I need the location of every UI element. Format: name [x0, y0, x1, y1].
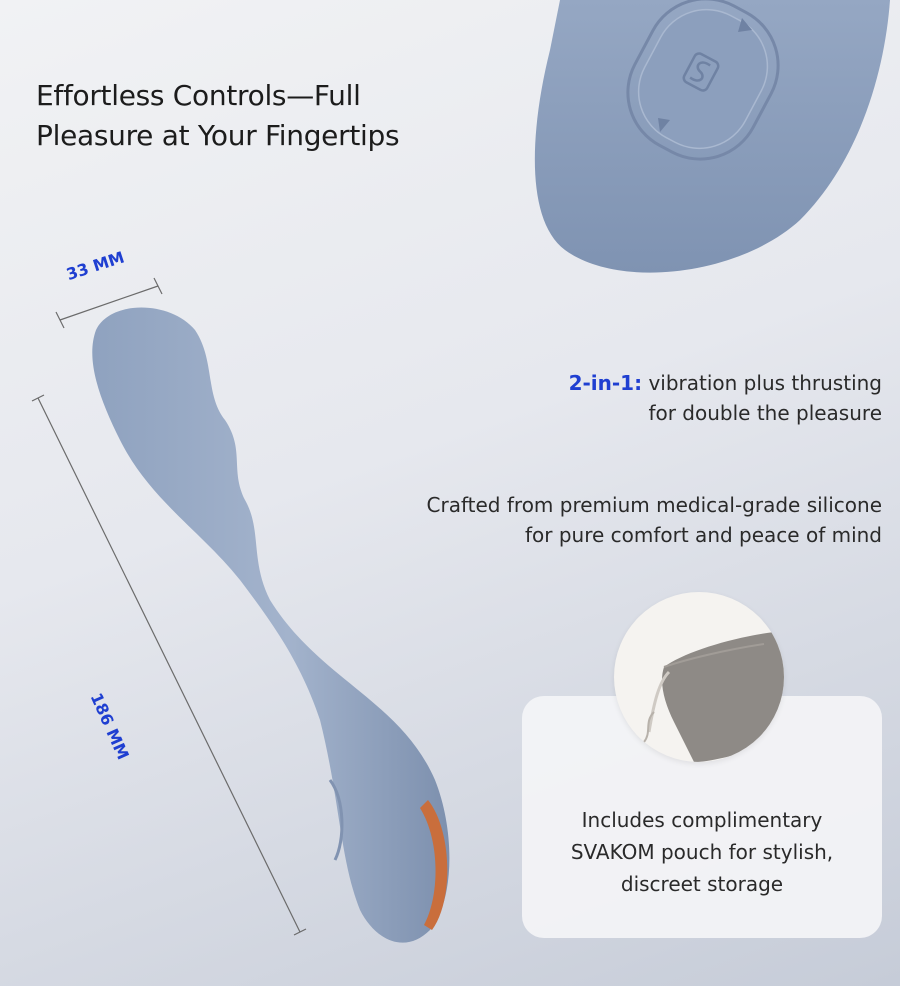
- pouch-line-3: discreet storage: [620, 872, 784, 896]
- s-mode-icon: [682, 52, 720, 92]
- pouch-icon: [643, 632, 784, 762]
- triangle-up-icon: [738, 18, 752, 32]
- page-title-line-2: Pleasure at Your Fingertips: [36, 119, 400, 152]
- length-dimension-line: [37, 397, 301, 933]
- feature-2-line-2: for pure comfort and peace of mind: [524, 523, 882, 547]
- product-base-accent: [420, 800, 448, 930]
- page-title-line-1: Effortless Controls—Full: [36, 79, 361, 112]
- pouch-description: Includes complimentary SVAKOM pouch for …: [522, 804, 882, 900]
- dimension-lines: [31, 277, 307, 936]
- feature-dual-function: 2-in-1: vibration plus thrusting for dou…: [569, 368, 882, 428]
- pouch-line-1: Includes complimentary: [581, 808, 823, 832]
- page-title: Effortless Controls—Full Pleasure at You…: [36, 76, 400, 156]
- feature-1-line-1: 2-in-1: vibration plus thrusting: [569, 368, 882, 398]
- pouch-line-2: SVAKOM pouch for stylish,: [570, 840, 834, 864]
- side-control-groove: [328, 779, 344, 861]
- handle-closeup: [534, 0, 890, 273]
- feature-1-accent: 2-in-1:: [568, 371, 643, 395]
- product-body: [92, 307, 450, 943]
- triangle-down-icon: [658, 118, 670, 132]
- feature-2-line-1: Crafted from premium medical-grade silic…: [426, 493, 882, 517]
- feature-1-text: vibration plus thrusting: [642, 371, 882, 395]
- pouch-image: [614, 592, 784, 762]
- feature-material: Crafted from premium medical-grade silic…: [427, 490, 882, 550]
- feature-1-line-2: for double the pleasure: [648, 401, 882, 425]
- width-dimension-line: [59, 285, 159, 321]
